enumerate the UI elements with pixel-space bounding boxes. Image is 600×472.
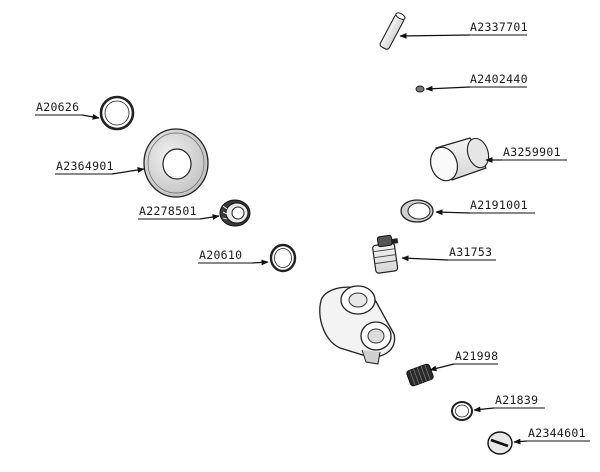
label-a20626: A20626 bbox=[36, 100, 79, 114]
part-a21839: A21839 bbox=[451, 393, 545, 421]
part-a2278501: A2278501 bbox=[138, 199, 251, 227]
valve-body bbox=[319, 285, 396, 365]
label-a2337701: A2337701 bbox=[470, 20, 528, 34]
label-a31753: A31753 bbox=[449, 245, 492, 259]
part-a20610: A20610 bbox=[198, 243, 297, 273]
label-a21839: A21839 bbox=[495, 393, 538, 407]
part-a3259901: A3259901 bbox=[429, 137, 567, 182]
part-a2337701: A2337701 bbox=[379, 12, 528, 50]
part-a2191001: A2191001 bbox=[400, 198, 535, 223]
label-a2278501: A2278501 bbox=[139, 204, 197, 218]
part-a31753: A31753 bbox=[372, 234, 496, 274]
label-a3259901: A3259901 bbox=[503, 145, 561, 159]
label-a2402440: A2402440 bbox=[470, 72, 528, 86]
label-a2364901: A2364901 bbox=[56, 159, 114, 173]
part-a2364901: A2364901 bbox=[55, 128, 209, 198]
part-a21998: A21998 bbox=[406, 349, 498, 387]
part-a2402440: A2402440 bbox=[415, 72, 528, 93]
part-a20626: A20626 bbox=[35, 95, 135, 131]
label-a2191001: A2191001 bbox=[470, 198, 528, 212]
label-a20610: A20610 bbox=[199, 248, 242, 262]
label-a2344601: A2344601 bbox=[528, 426, 586, 440]
label-a21998: A21998 bbox=[455, 349, 498, 363]
part-a2344601: A2344601 bbox=[487, 426, 590, 455]
